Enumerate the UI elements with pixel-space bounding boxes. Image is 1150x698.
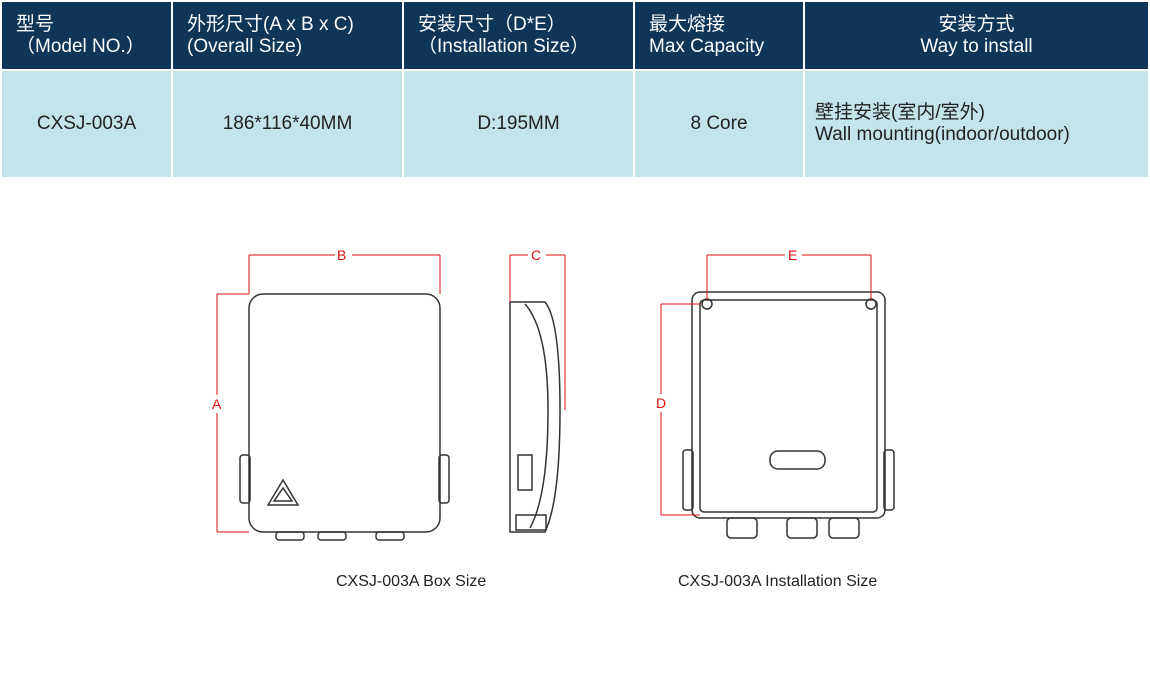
- header-model: 型号（Model NO.）: [0, 0, 173, 71]
- install-en: Wall mounting(indoor/outdoor): [815, 124, 1070, 145]
- box-side-view: [509, 301, 561, 533]
- header-en: （Installation Size）: [418, 35, 590, 57]
- header-en: Way to install: [920, 35, 1033, 57]
- header-zh: 外形尺寸(A x B x C): [187, 13, 354, 35]
- dim-label-c: C: [531, 247, 541, 263]
- header-en: Max Capacity: [649, 35, 765, 57]
- spec-table: 型号（Model NO.） 外形尺寸(A x B x C)(Overall Si…: [0, 0, 1150, 179]
- table-row: CXSJ-003A 186*116*40MM D:195MM 8 Core 壁挂…: [0, 69, 1150, 179]
- dim-label-a: A: [212, 396, 222, 412]
- dim-label-d: D: [656, 395, 666, 411]
- installation-size-caption: CXSJ-003A Installation Size: [678, 573, 878, 590]
- cell-install-way: 壁挂安装(室内/室外)Wall mounting(indoor/outdoor): [803, 69, 1150, 179]
- header-en: (Overall Size): [187, 35, 303, 57]
- box-front-view: [239, 293, 450, 541]
- header-zh: 最大熔接: [649, 13, 726, 35]
- cell-installation-size: D:195MM: [402, 69, 635, 179]
- header-zh: 型号: [16, 13, 55, 35]
- header-overall-size: 外形尺寸(A x B x C)(Overall Size): [171, 0, 404, 71]
- header-zh: 安装方式: [938, 13, 1015, 35]
- cell-overall-size: 186*116*40MM: [171, 69, 404, 179]
- warning-triangle-icon: [266, 478, 300, 506]
- header-zh: 安装尺寸（D*E）: [418, 13, 566, 35]
- dim-label-b: B: [337, 247, 346, 263]
- header-en: （Model NO.）: [16, 35, 145, 57]
- box-size-caption: CXSJ-003A Box Size: [336, 573, 487, 590]
- cell-capacity: 8 Core: [633, 69, 805, 179]
- table-header: 型号（Model NO.） 外形尺寸(A x B x C)(Overall Si…: [0, 0, 1150, 71]
- box-install-view: [682, 291, 895, 539]
- dimension-lines: [216, 254, 872, 533]
- header-installation-size: 安装尺寸（D*E）（Installation Size）: [402, 0, 635, 71]
- dim-label-e: E: [788, 247, 797, 263]
- install-zh: 壁挂安装(室内/室外): [815, 102, 985, 123]
- cell-model: CXSJ-003A: [0, 69, 173, 179]
